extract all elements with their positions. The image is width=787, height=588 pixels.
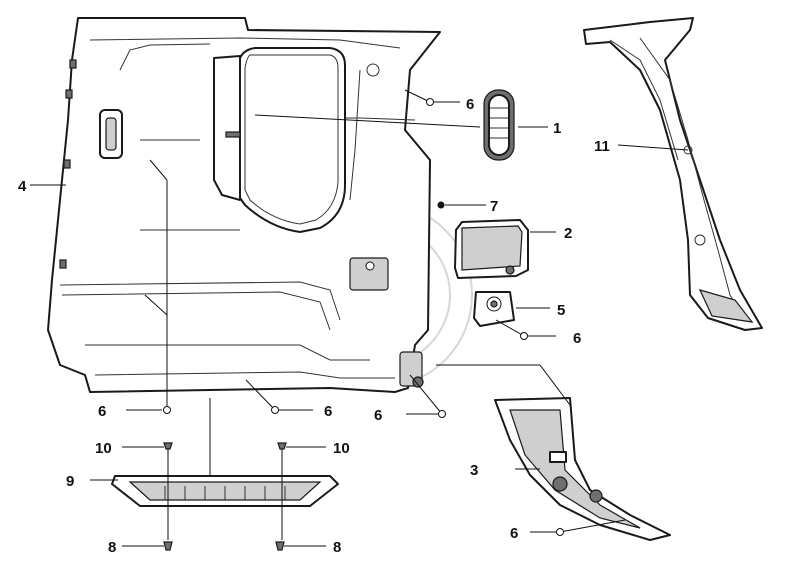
screw-8-right: [275, 541, 285, 551]
callout-11: 11: [594, 138, 610, 155]
callout-markers: [163, 98, 564, 536]
callout-labels: 1 2 3 4 5 6 6 6 6 6 6 7 8 8 9 10 10 11: [18, 96, 610, 556]
callout-10-left: 10: [95, 440, 112, 457]
leader-lines: [30, 89, 689, 547]
part-11-pillar-trim: [583, 17, 763, 331]
callout-6-left: 6: [98, 403, 106, 420]
callout-10-right: 10: [333, 440, 350, 457]
clip-10-left: [163, 442, 173, 450]
callout-7: 7: [490, 198, 498, 215]
callout-8-left: 8: [108, 539, 116, 556]
callout-6-lower: 6: [374, 407, 382, 424]
callout-3: 3: [470, 462, 478, 479]
callout-6-right: 6: [573, 330, 581, 347]
part-1-vent-grille: [483, 89, 515, 161]
screw-8-left: [163, 541, 173, 551]
callout-9: 9: [66, 473, 74, 490]
part-5-bracket: [473, 291, 515, 327]
part-2-cover-lid: [454, 219, 529, 279]
callout-6-mid: 6: [324, 403, 332, 420]
clip-10-right: [277, 442, 287, 450]
fasteners: [163, 442, 287, 551]
callout-4: 4: [18, 178, 27, 195]
part-9-floor-tray: [111, 475, 339, 507]
callout-5: 5: [557, 302, 565, 319]
callout-2: 2: [564, 225, 572, 242]
part-4-quarter-trim-panel: [47, 17, 441, 393]
callout-6-top: 6: [466, 96, 474, 113]
callout-8-right: 8: [333, 539, 341, 556]
callout-6-bottom: 6: [510, 525, 518, 542]
callout-1: 1: [553, 120, 561, 137]
